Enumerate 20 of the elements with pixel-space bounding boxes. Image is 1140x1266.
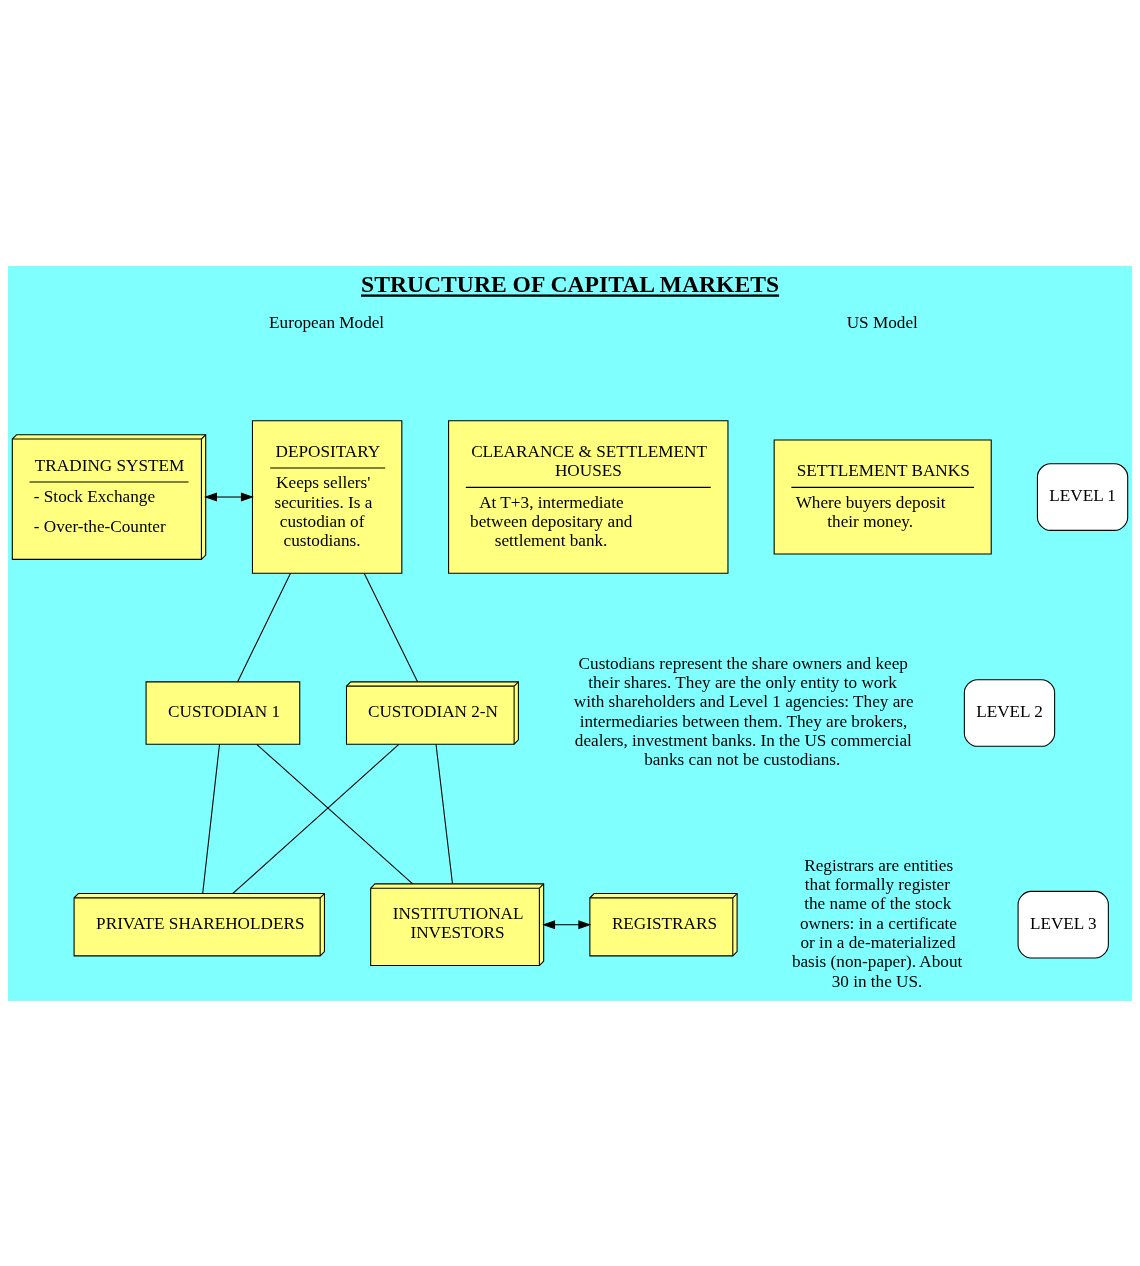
node-box: DEPOSITARY Keeps sellers' securities. Is a custodian of custodians. bbox=[251, 419, 403, 574]
node-box: LEVEL 1 bbox=[1036, 462, 1129, 531]
node-box: SETTLEMENT BANKS Where buyers deposit their money. bbox=[773, 439, 992, 554]
label: Custodians represent the share owners and keep their shares. They are the only entity to work with shareholders and Level 1 agencies: They are intermediaries between them. They are brokers, dealers, investment banks. In the US commercial banks can not be custodians. bbox=[573, 653, 914, 769]
node-box: CUSTODIAN 1 bbox=[145, 680, 301, 745]
node-box: LEVEL 3 bbox=[1017, 890, 1109, 959]
connector bbox=[256, 743, 414, 884]
diagram-title: STRUCTURE OF CAPITAL MARKETS bbox=[361, 270, 780, 297]
node-box: LEVEL 2 bbox=[963, 678, 1056, 747]
label: Registrars are entities that formally register the name of the stock owners: in a certificate or in a de-materialized basis (non-paper). About 30 in the US. bbox=[791, 855, 963, 991]
connector bbox=[435, 743, 453, 884]
connector bbox=[232, 743, 400, 894]
connector bbox=[363, 572, 419, 682]
node-box: CLEARANCE & SETTLEMENT HOUSES At T+3, intermediate between depositary and settlement bank. bbox=[448, 419, 729, 574]
label: European Model bbox=[269, 312, 385, 332]
arrow bbox=[204, 492, 254, 502]
connector bbox=[202, 743, 220, 894]
arrow bbox=[542, 919, 592, 929]
label: US Model bbox=[846, 312, 918, 332]
connector bbox=[237, 572, 291, 682]
